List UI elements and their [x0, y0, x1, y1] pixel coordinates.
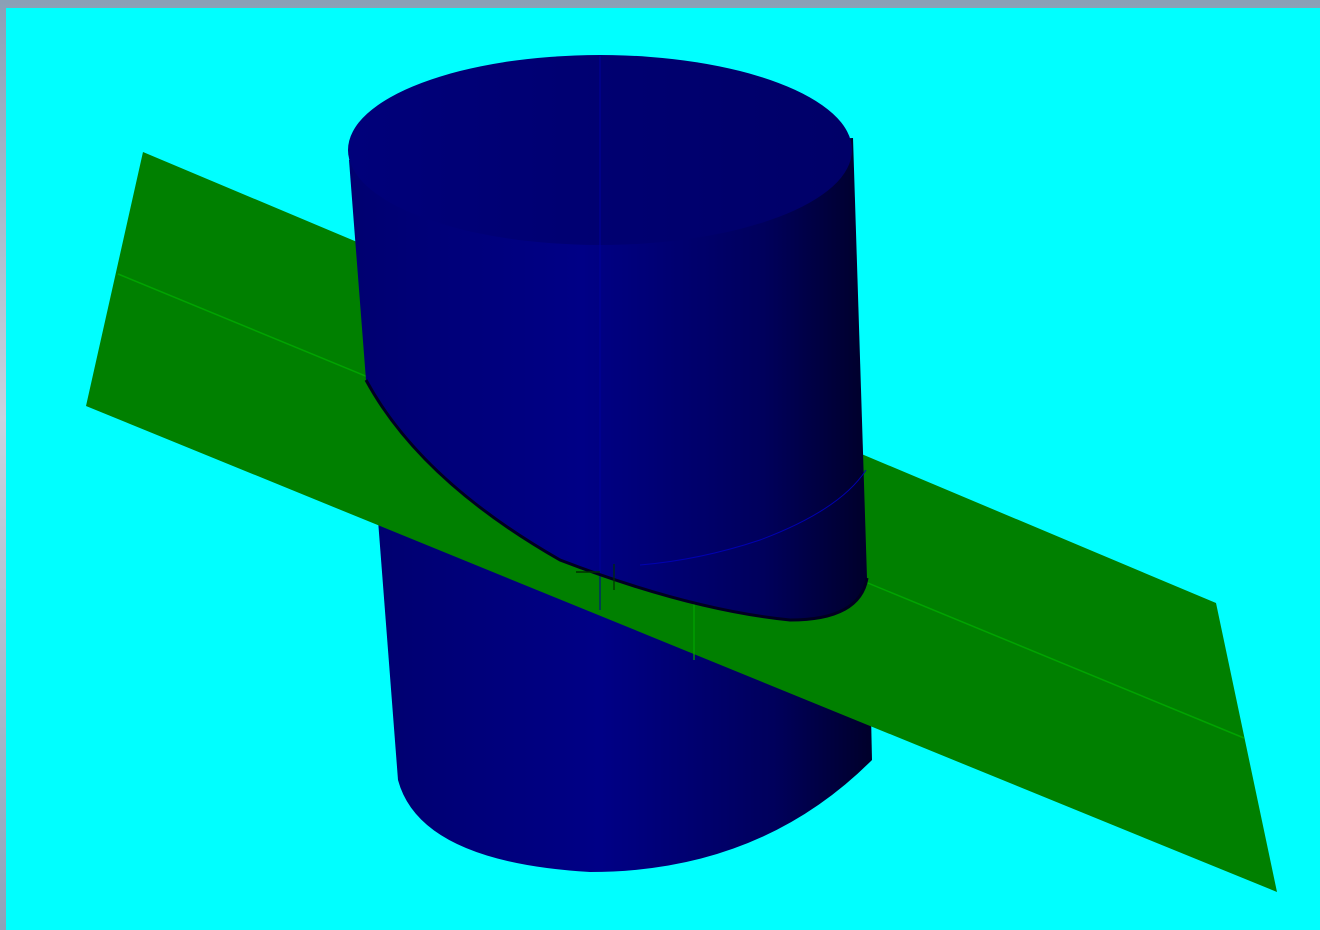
scene-canvas[interactable]: [6, 8, 1320, 930]
cylinder-upper-body[interactable]: [349, 138, 867, 620]
3d-viewport[interactable]: [6, 8, 1320, 930]
origin-marker-icon: [576, 564, 615, 590]
section-curve: [364, 379, 869, 622]
section-curve-back: [639, 469, 867, 566]
